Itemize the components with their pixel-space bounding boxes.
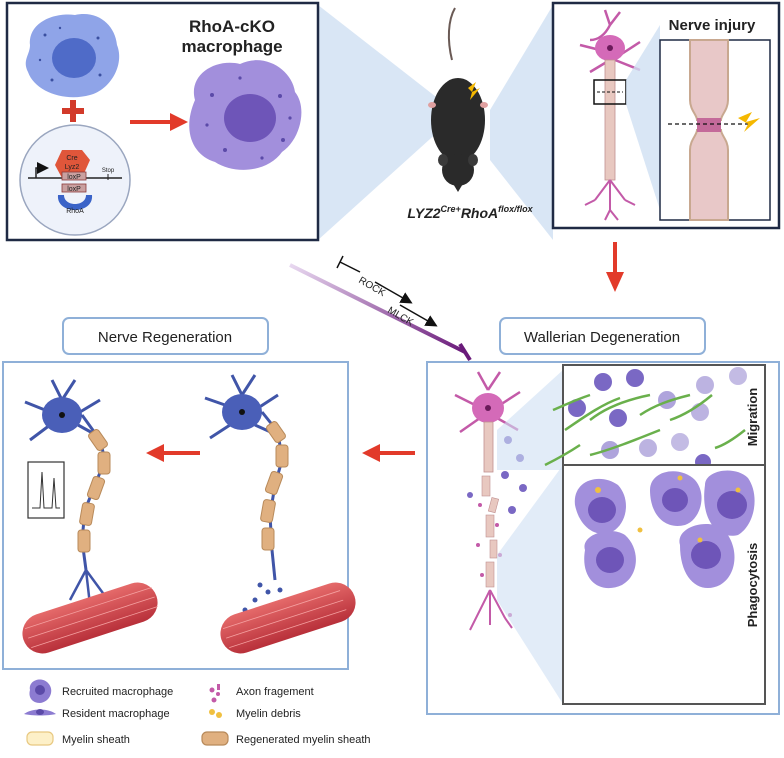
- plus-icon: [62, 100, 84, 122]
- legend-recruited-label: Recruited macrophage: [62, 686, 173, 698]
- rhoa-cko-macrophage-icon: [189, 60, 302, 170]
- genotype-mid: RhoA: [461, 205, 498, 221]
- genotype-sup1: Cre+: [441, 204, 462, 214]
- legend-regenerated-label: Regenerated myelin sheath: [236, 734, 371, 746]
- legend-recruited-macrophage: Recruited macrophage: [29, 679, 173, 703]
- red-arrow-regeneration-icon: [146, 444, 200, 462]
- legend-axon-label: Axon fragement: [236, 686, 314, 698]
- genotype-sup2: flox/flox: [498, 204, 533, 214]
- construct-cre-label: Cre: [66, 155, 77, 162]
- regeneration-title-box: Nerve Regeneration: [62, 317, 269, 355]
- wallerian-title: Wallerian Degeneration: [524, 329, 680, 346]
- migration-box: Migration: [544, 364, 766, 471]
- legend-debris-label: Myelin debris: [236, 708, 301, 720]
- degenerating-neuron-icon: [454, 371, 527, 631]
- phagocytic-macrophage-icon: [574, 470, 755, 589]
- legend-myelin-debris: Myelin debris: [209, 708, 301, 720]
- wallerian-panel: Migration Phagocytosis: [426, 361, 780, 715]
- phagocytosis-label: Phagocytosis: [745, 543, 760, 628]
- projection-cone-left: [318, 5, 440, 240]
- nerve-injury-title: Nerve injury: [669, 17, 756, 34]
- mlck-label: MLCK: [386, 305, 416, 329]
- red-arrow-icon: [130, 113, 188, 131]
- legend-regenerated-myelin: Regenerated myelin sheath: [201, 731, 371, 746]
- genotype-base: LYZ2: [407, 205, 440, 221]
- wallerian-title-box: Wallerian Degeneration: [499, 317, 706, 355]
- rhoa-cko-panel: Cre Lyz2 loxP loxP Stop RhoA RhoA-cKO ma…: [5, 1, 320, 242]
- inhibition-pathway: ROCK MLCK: [289, 255, 472, 362]
- construct-stop-label: Stop: [102, 168, 115, 174]
- red-arrow-left-icon: [362, 444, 415, 462]
- construct-loxp2-label: loxP: [67, 186, 81, 193]
- regenerating-neuron-icon: [204, 374, 303, 618]
- panel-title-line1: RhoA-cKO: [189, 17, 275, 36]
- legend-myelin-label: Myelin sheath: [62, 734, 130, 746]
- mouse-genotype-label: LYZ2Cre+RhoAflox/flox: [407, 204, 533, 221]
- phagocytosis-box: Phagocytosis: [562, 464, 766, 705]
- muscle-fiber-right-icon: [220, 582, 356, 654]
- construct-loxp1-label: loxP: [67, 174, 81, 181]
- migration-label: Migration: [745, 388, 760, 447]
- construct-lyz2-label: Lyz2: [65, 164, 80, 171]
- regenerated-neuron-icon: [24, 379, 111, 606]
- emg-trace-box: [27, 461, 65, 519]
- neuron-icon: [579, 9, 641, 221]
- construct-rhoa-label: RhoA: [66, 208, 84, 215]
- injured-axon-zoom: [668, 39, 760, 221]
- muscle-fiber-left-icon: [22, 582, 158, 654]
- macrophage-icon: [25, 14, 120, 98]
- mouse-icon: [428, 7, 488, 192]
- legend-resident-macrophage: Resident macrophage: [24, 708, 170, 720]
- legend: Recruited macrophage Resident macrophage…: [24, 679, 371, 746]
- nerve-injury-panel: Nerve injury: [551, 1, 781, 230]
- migration-macrophage-icon: [568, 367, 747, 470]
- projection-cone-right: [490, 5, 553, 240]
- panel-title-line2: macrophage: [181, 37, 282, 56]
- regeneration-panel: [2, 361, 356, 670]
- gene-construct-diagram: Cre Lyz2 loxP loxP Stop RhoA: [19, 124, 131, 236]
- legend-myelin-sheath: Myelin sheath: [26, 731, 130, 746]
- legend-resident-label: Resident macrophage: [62, 708, 170, 720]
- legend-axon-fragment: Axon fragement: [209, 684, 314, 703]
- regeneration-title: Nerve Regeneration: [98, 329, 232, 346]
- rock-label: ROCK: [357, 275, 388, 299]
- red-arrow-down-icon: [606, 242, 624, 292]
